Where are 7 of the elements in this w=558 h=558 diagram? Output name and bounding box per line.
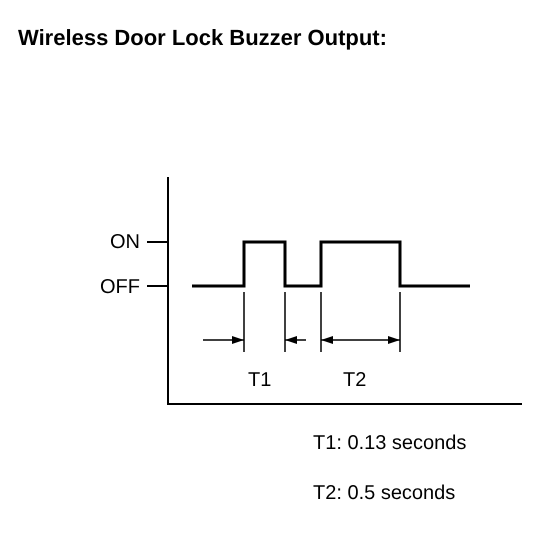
level-label: ON	[110, 232, 140, 252]
interval-label: T1	[248, 370, 272, 390]
level-label: OFF	[100, 277, 140, 297]
note-text: T1: 0.13 seconds	[313, 433, 466, 453]
title: Wireless Door Lock Buzzer Output:	[18, 24, 388, 52]
note-text: T2: 0.5 seconds	[313, 483, 456, 503]
interval-label: T2	[343, 370, 366, 390]
